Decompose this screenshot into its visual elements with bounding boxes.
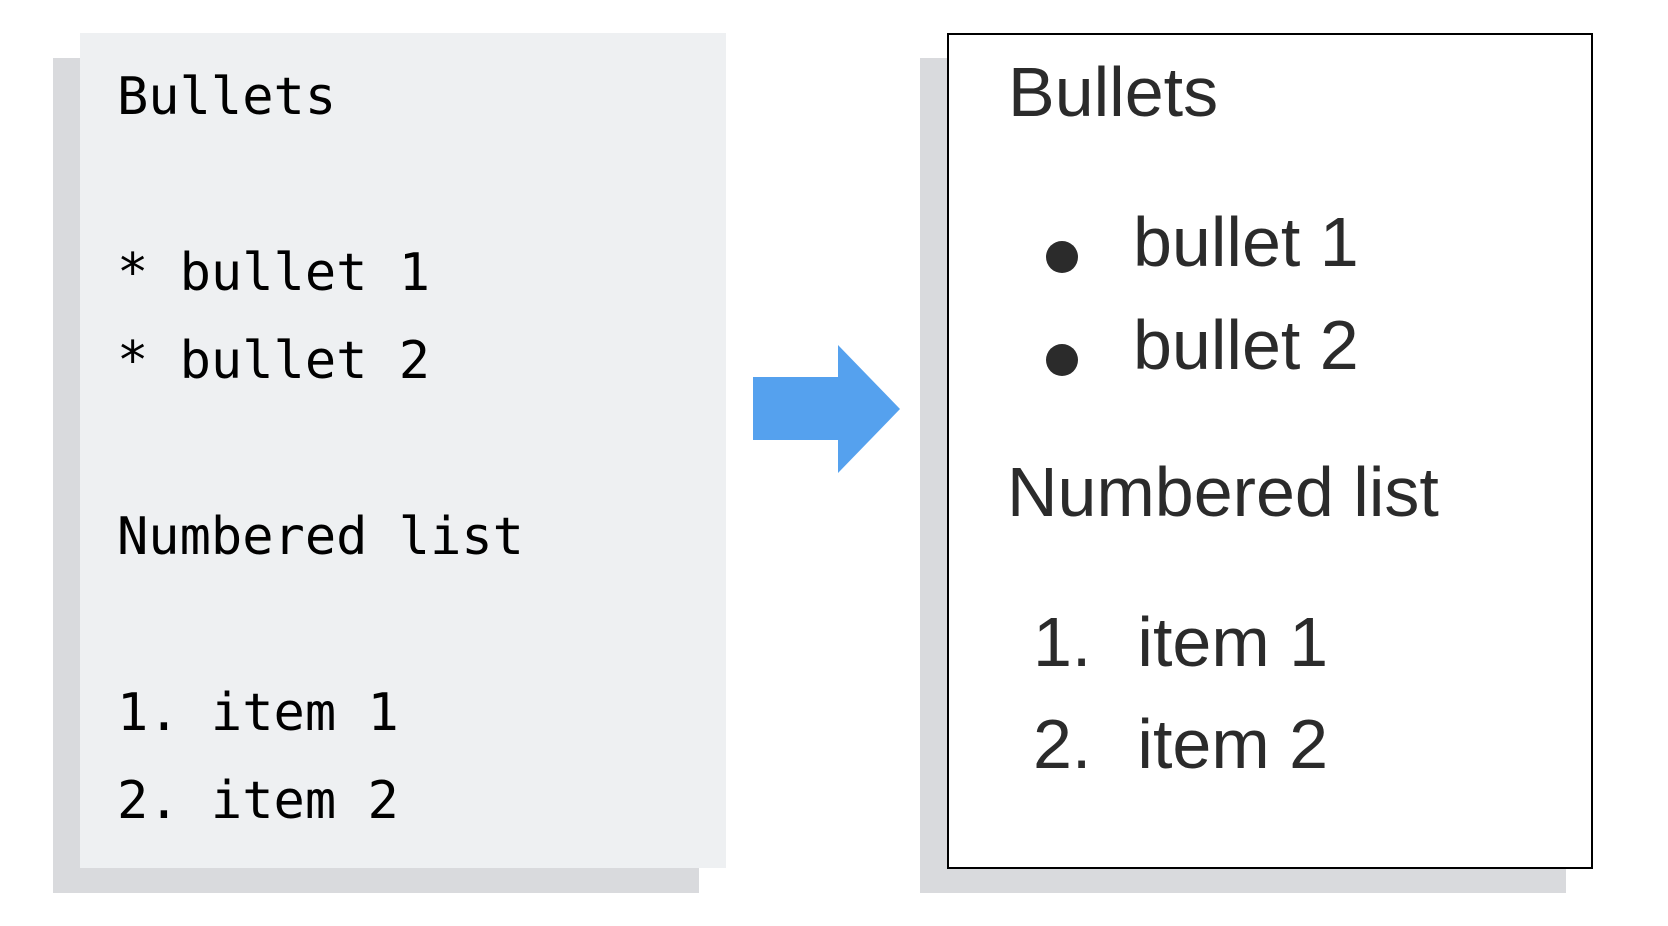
bullet-list-item: bullet 1 (949, 207, 1591, 277)
rendered-heading-numbered-list: Numbered list (1007, 453, 1439, 531)
numbered-list-item: 2. item 2 (949, 709, 1591, 779)
markdown-source-code: Bullets * bullet 1 * bullet 2 Numbered l… (117, 53, 524, 845)
source-line: 1. item 1 (117, 683, 399, 743)
bullet-dot-icon (1046, 241, 1078, 273)
source-line: * bullet 2 (117, 331, 431, 391)
source-line: * bullet 1 (117, 243, 431, 303)
list-number-marker: 2. (1033, 705, 1092, 783)
numbered-item-label: item 2 (1137, 705, 1329, 783)
source-line: Numbered list (117, 507, 524, 567)
bullet-list-item: bullet 2 (949, 310, 1591, 380)
numbered-item-label: item 1 (1137, 603, 1329, 681)
bullet-item-label: bullet 2 (1133, 306, 1359, 384)
source-line (117, 405, 524, 493)
bullet-dot-icon (1046, 344, 1078, 376)
list-number-marker: 1. (1033, 603, 1092, 681)
source-line: Bullets (117, 67, 337, 127)
arrow-head (838, 345, 900, 473)
rendered-heading-bullets: Bullets (1008, 53, 1219, 131)
source-line (117, 141, 524, 229)
source-line: 2. item 2 (117, 771, 399, 831)
arrow-body (753, 377, 839, 440)
markdown-source-panel: Bullets * bullet 1 * bullet 2 Numbered l… (80, 33, 726, 868)
rendered-output-panel: Bullets bullet 1 bullet 2 Numbered list … (947, 33, 1593, 869)
source-line (117, 581, 524, 669)
numbered-list-item: 1. item 1 (949, 607, 1591, 677)
bullet-item-label: bullet 1 (1133, 203, 1359, 281)
